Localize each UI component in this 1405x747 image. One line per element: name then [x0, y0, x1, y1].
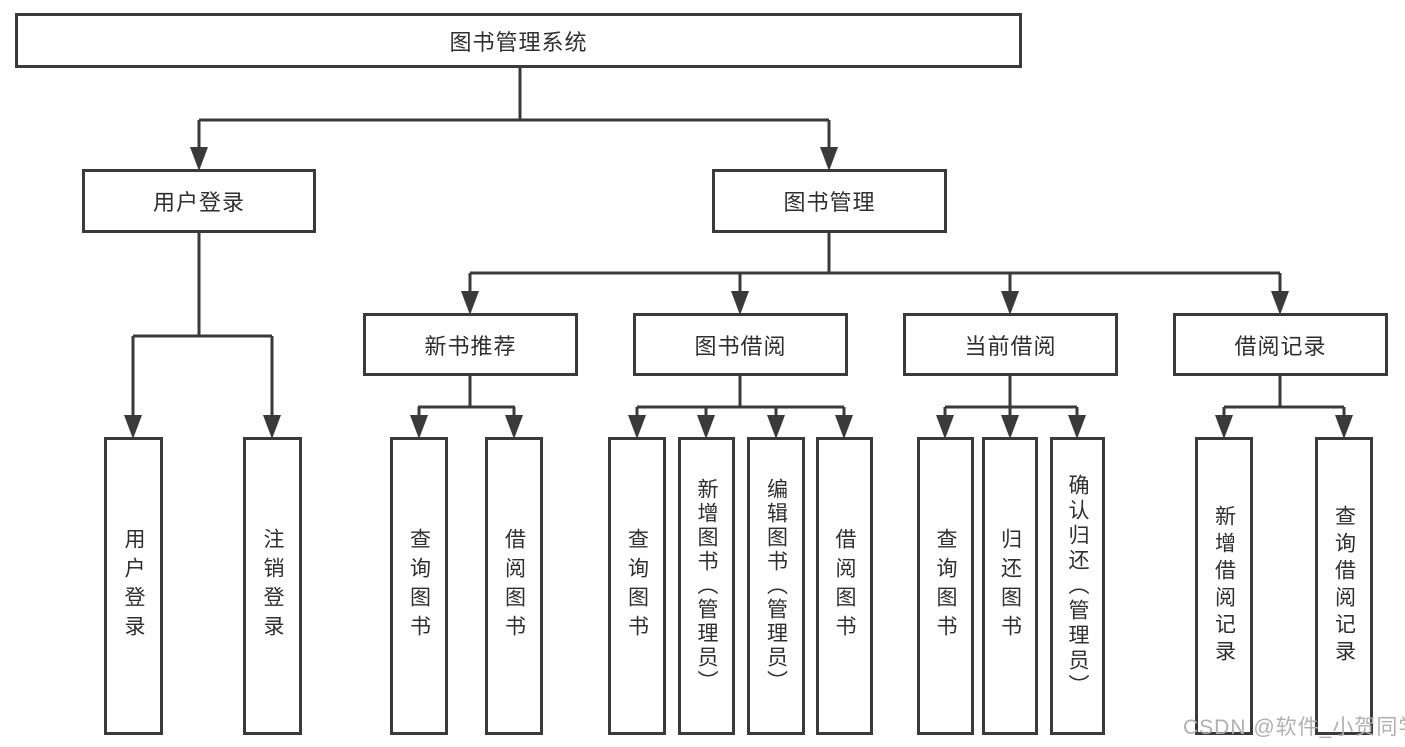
node-label: 新增图书（管理员） — [695, 478, 719, 694]
leaf-borrow-query-books: 查询图书 — [608, 437, 666, 735]
node-label: 新书推荐 — [424, 333, 517, 359]
node-current-borrowing: 当前借阅 — [903, 313, 1118, 376]
node-label: 编辑图书（管理员） — [764, 478, 788, 694]
node-label: 新增借阅记录 — [1212, 505, 1236, 667]
node-label: 确认归还（管理员） — [1066, 473, 1090, 699]
node-label: 借阅记录 — [1234, 333, 1327, 359]
node-label: 查询图书 — [625, 528, 649, 644]
leaf-borrow-add-books-admin: 新增图书（管理员） — [678, 437, 735, 735]
watermark: CSDN @软件_小贺同学 — [1183, 716, 1405, 739]
node-label: 借阅图书 — [502, 528, 526, 644]
node-label: 注销登录 — [261, 528, 285, 644]
leaf-borrow-borrow-books: 借阅图书 — [816, 437, 873, 735]
leaf-newbook-borrow-books: 借阅图书 — [485, 437, 543, 735]
leaf-current-confirm-return-admin: 确认归还（管理员） — [1050, 437, 1105, 735]
leaf-newbook-query-books: 查询图书 — [390, 437, 448, 735]
node-label: 用户登录 — [122, 528, 146, 644]
node-book-management: 图书管理 — [712, 169, 947, 233]
leaf-user-login: 用户登录 — [104, 437, 163, 735]
node-label: 图书借阅 — [694, 333, 787, 359]
leaf-current-return-books: 归还图书 — [982, 437, 1038, 735]
node-label: 图书管理系统 — [449, 29, 588, 55]
node-book-borrowing: 图书借阅 — [633, 313, 848, 376]
leaf-current-query-books: 查询图书 — [917, 437, 974, 735]
node-label: 借阅图书 — [833, 528, 857, 644]
leaf-records-add-record: 新增借阅记录 — [1195, 437, 1253, 735]
node-borrowing-records: 借阅记录 — [1173, 313, 1388, 376]
leaf-logout: 注销登录 — [243, 437, 302, 735]
node-label: 查询图书 — [934, 528, 958, 644]
node-label: 查询图书 — [407, 528, 431, 644]
node-label: 图书管理 — [783, 190, 876, 215]
node-label: 用户登录 — [152, 190, 245, 215]
leaf-borrow-edit-books-admin: 编辑图书（管理员） — [747, 437, 805, 735]
node-label: 查询借阅记录 — [1332, 505, 1356, 667]
node-new-book-recommend: 新书推荐 — [363, 313, 578, 376]
leaf-records-query-record: 查询借阅记录 — [1315, 437, 1373, 735]
node-user-login: 用户登录 — [82, 169, 316, 233]
node-label: 当前借阅 — [964, 333, 1057, 359]
node-label: 归还图书 — [998, 528, 1022, 644]
node-library-system: 图书管理系统 — [15, 13, 1022, 68]
